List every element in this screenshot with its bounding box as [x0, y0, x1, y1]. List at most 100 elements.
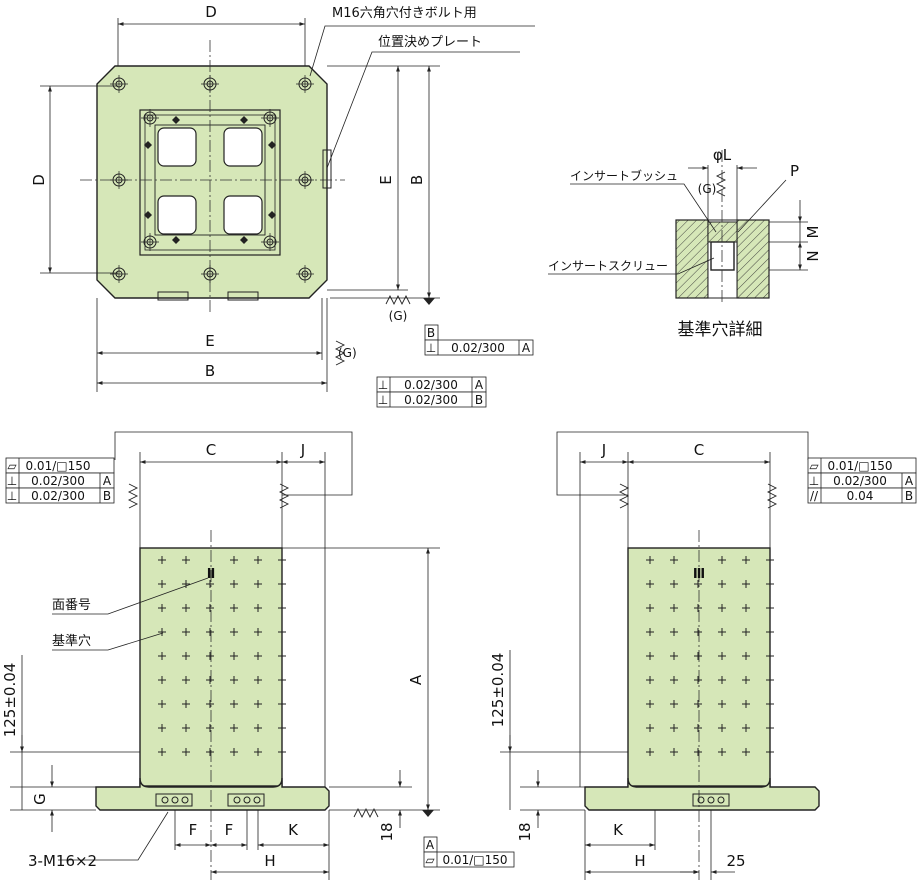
tol-datum: A [905, 474, 914, 488]
tol-symbol: ⏥ [809, 459, 819, 473]
dim-18: 18 [378, 822, 396, 841]
datum-triangle [422, 810, 434, 817]
dim-h: H [634, 852, 645, 870]
callout-bolt: M16六角穴付きボルト用 [332, 6, 477, 21]
bolt-dots [697, 796, 725, 804]
leader-bolt [309, 25, 535, 77]
tol-datum: A [522, 341, 531, 355]
dim-b-vertical: B [408, 175, 426, 185]
window-bl [157, 195, 197, 235]
locating-plate-bottom [227, 291, 259, 301]
tol-symbol: ⏥ [425, 853, 435, 867]
left-view: Ⅱ C J A ⏥ 0.01/□150 ⊥ 0.02/300 A ⊥ 0.02/… [1, 431, 515, 880]
dim-e-horizontal: E [205, 332, 214, 350]
window-br [223, 195, 263, 235]
tol-symbol: ⏥ [7, 459, 17, 473]
tol-value: 0.01/□150 [442, 853, 507, 867]
g-side: (G) [338, 346, 357, 360]
tol-frame [5, 487, 115, 504]
p-label: P [790, 162, 799, 180]
dim-d-left: D [30, 174, 48, 186]
tol-value: 0.02/300 [404, 378, 458, 392]
screw-label: インサートスクリュー [548, 259, 668, 273]
dim-j: J [601, 441, 606, 459]
finish-mark-icon [619, 483, 629, 509]
tol-symbol: ⊥ [378, 378, 388, 392]
dim-g: G [31, 793, 49, 805]
tol-leader [114, 431, 353, 496]
dim-e-vertical: E [377, 175, 395, 184]
bolt-label: 3-M16×2 [28, 852, 97, 870]
tol-value: 0.02/300 [404, 393, 458, 407]
locating-plate-side [322, 149, 332, 189]
tol-symbol: ⊥ [7, 489, 17, 503]
right-view: Ⅲ J C ⏥ 0.01/□150 ⊥ 0.02/300 A // 0.04 B… [489, 431, 917, 880]
locating-plate-bottom [157, 291, 189, 301]
finish-mark-icon [716, 171, 726, 197]
tol-symbol: ⊥ [426, 341, 436, 355]
tol-value: 0.01/□150 [827, 459, 892, 473]
insert-bush [707, 221, 738, 243]
dim-k: K [288, 821, 299, 839]
callout-plate: 位置決めプレート [378, 35, 482, 50]
detail-title: 基準穴詳細 [678, 320, 763, 340]
finish-mark-icon [279, 483, 289, 509]
tol-leader [556, 431, 809, 496]
tol-right-datum: B [427, 326, 435, 340]
locating-plate [155, 793, 193, 807]
tol-value: 0.01/□150 [25, 459, 90, 473]
leader-plate [326, 51, 520, 169]
ref-hole-label: 基準穴 [52, 633, 91, 649]
tol-frame [807, 487, 917, 504]
dim-f2: F [225, 821, 234, 839]
tol-value: 0.02/300 [31, 474, 85, 488]
dim-25: 25 [726, 852, 745, 870]
leader-ref-hole [52, 632, 164, 651]
locating-plate [692, 793, 730, 807]
detail-view: φL (G) M N P インサートブッシュ インサートスクリュー 基準穴詳細 [548, 146, 822, 340]
dim-a: A [407, 674, 425, 685]
dim-125: 125±0.04 [489, 653, 507, 728]
face-mark: Ⅱ [207, 567, 216, 582]
base-plate-top [96, 65, 328, 299]
dim-d-top: D [205, 3, 217, 21]
m-label: M [804, 226, 822, 239]
dim-h: H [264, 852, 275, 870]
tol-value: 0.02/300 [451, 341, 505, 355]
g-bottom: (G) [389, 309, 408, 323]
tol-datum: A [475, 378, 484, 392]
phi-label: φL [713, 146, 732, 164]
tol-datum: B [475, 393, 483, 407]
section-left [675, 219, 709, 299]
tol-datum: B [103, 489, 111, 503]
base-flange [95, 777, 330, 811]
window-tl [157, 127, 197, 167]
dim-j: J [300, 441, 305, 459]
tol-symbol: ⊥ [809, 474, 819, 488]
tol-frame [376, 391, 487, 408]
tol-frame [424, 339, 534, 356]
finish-mark-icon [128, 483, 138, 509]
window-tr [223, 127, 263, 167]
section-right [736, 219, 770, 299]
tol-symbol: ⊥ [7, 474, 17, 488]
face-label: 面番号 [52, 598, 91, 613]
tol-bottom-datum: A [426, 838, 435, 852]
finish-mark-icon [767, 483, 777, 509]
top-view: D D E B E B (G) (G) M16六角穴付きボルト用 位置決めプレー… [30, 3, 535, 408]
dim-k: K [613, 821, 624, 839]
tol-datum: B [905, 489, 913, 503]
finish-mark-icon [385, 295, 411, 305]
insert-screw [710, 241, 735, 271]
leader-screw [548, 257, 715, 275]
locating-plate [227, 793, 265, 807]
face-mark: Ⅲ [693, 567, 705, 582]
leader-bolt [58, 811, 169, 861]
tol-symbol: // [810, 489, 819, 503]
leader-face [52, 577, 209, 615]
tol-value: 0.02/300 [31, 489, 85, 503]
tol-value: 0.02/300 [833, 474, 887, 488]
dim-b-horizontal: B [205, 362, 215, 380]
